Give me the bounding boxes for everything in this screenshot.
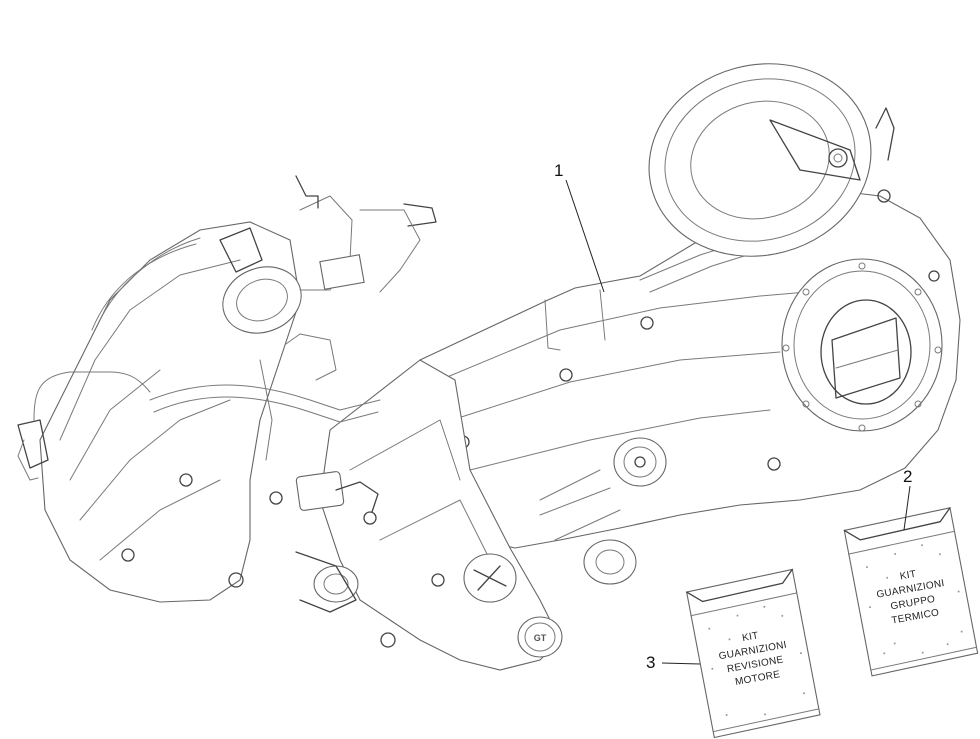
kit-2-specks [866, 544, 963, 655]
callout-3-label: 3 [646, 653, 655, 672]
gasket-kit-engine-overhaul: KIT GUARNIZIONI REVISIONE MOTORE [685, 568, 821, 739]
callout-2: 2 [903, 467, 912, 531]
throttle-body [219, 175, 437, 381]
callout-3: 3 [646, 653, 701, 672]
gasket-kit-cylinder-group: KIT GUARNIZIONI GRUPPO TERMICO [843, 507, 979, 677]
callout-2-leader [903, 485, 911, 531]
engine-assembly: GT [17, 63, 961, 671]
coolant-outlet [269, 471, 379, 613]
kit-3-line-1: KIT [741, 630, 759, 644]
kit-3-specks [708, 605, 805, 717]
callout-1-label: 1 [554, 161, 563, 180]
clutch-inspection-cover [781, 258, 943, 432]
ignition-lead [17, 371, 151, 481]
pulley-boss [539, 437, 667, 541]
kit-2-line-1: KIT [899, 569, 917, 583]
callout-2-label: 2 [903, 467, 912, 486]
callout-1-leader [565, 179, 605, 293]
brand-mark-badge: GT [517, 616, 563, 658]
callout-1: 1 [554, 161, 605, 293]
hoses [91, 237, 381, 461]
brand-mark-text: GT [534, 633, 547, 643]
variator-drum [648, 63, 895, 257]
callout-3-leader [661, 662, 701, 665]
crankcase: GT [319, 359, 637, 671]
